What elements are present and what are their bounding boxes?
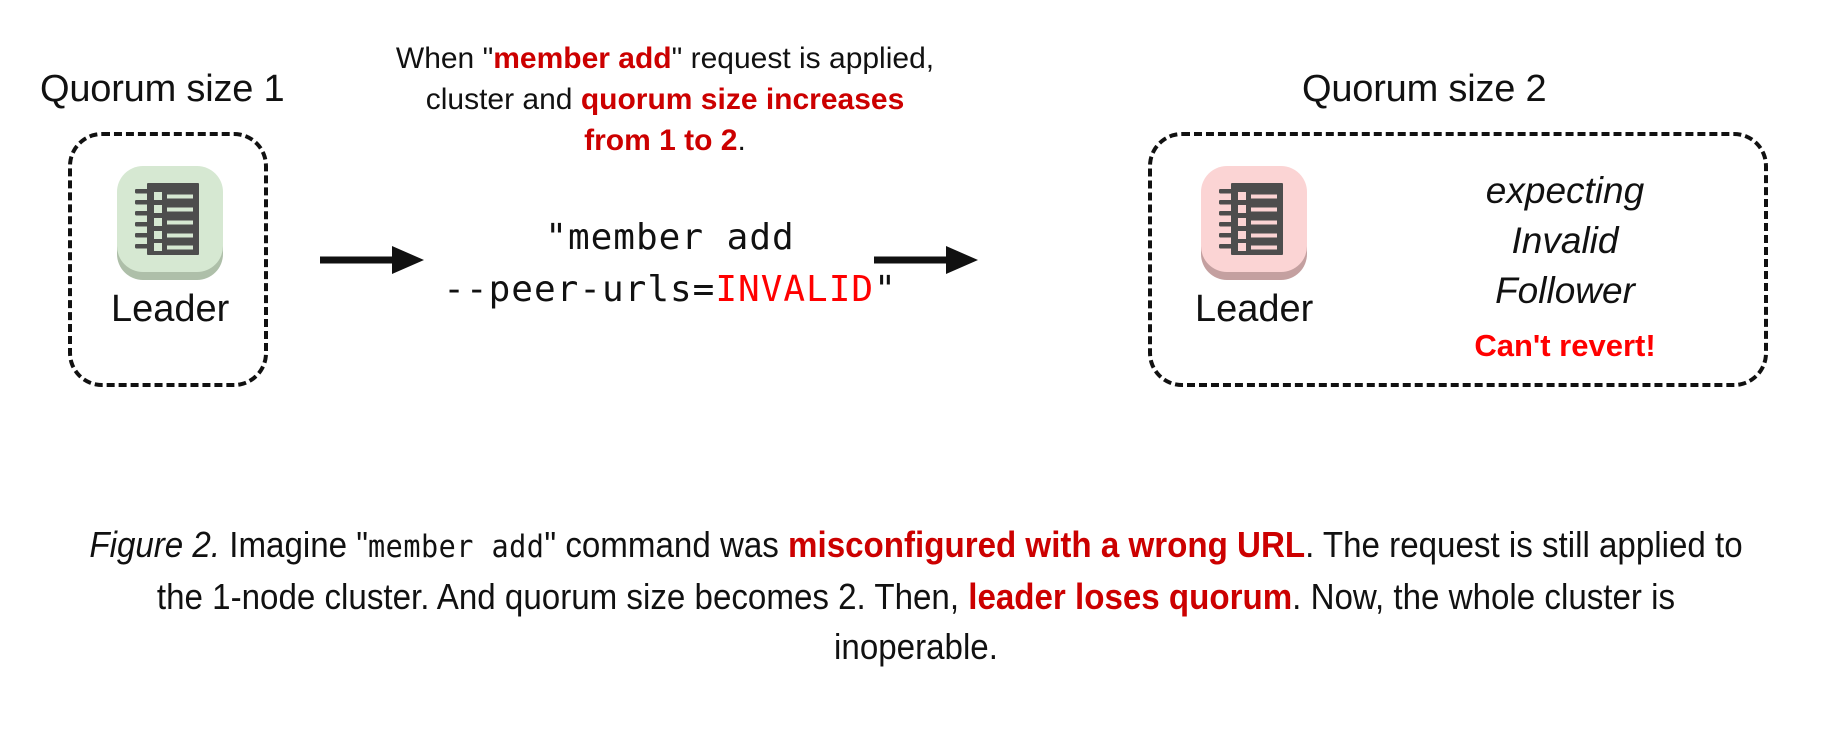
top-note-line1-highlight: member add	[493, 42, 672, 75]
right-node-status: expecting Invalid Follower Can't revert!	[1400, 166, 1730, 364]
top-note-line2-pre: cluster and	[425, 83, 581, 116]
caption-seg-2: " command was	[544, 524, 789, 565]
left-cluster-box	[68, 132, 268, 387]
caption-mono-command: member add	[368, 529, 545, 565]
command-close-quote: "	[874, 269, 897, 310]
arrow-left-to-command	[318, 240, 428, 280]
left-node-tile	[117, 166, 224, 272]
top-annotation-line-1: When "member add" request is applied,	[355, 38, 975, 79]
caption-seg-3: . The request is still applied to the 1-…	[156, 524, 1743, 617]
right-node-label: Leader	[1195, 288, 1314, 330]
top-annotation: When "member add" request is applied, cl…	[355, 38, 975, 161]
command-invalid-value: INVALID	[715, 269, 875, 310]
right-cluster-box	[1148, 132, 1768, 387]
status-line-2: Invalid	[1511, 220, 1619, 261]
etcd-node-ledger-icon	[135, 183, 200, 255]
top-note-line3-post: .	[737, 124, 746, 157]
right-node-icon-wrap	[1197, 160, 1311, 284]
caption-highlight-2: leader loses quorum	[968, 576, 1293, 617]
top-note-line3-highlight: from 1 to 2	[584, 124, 738, 157]
right-node: Leader	[1195, 160, 1313, 331]
etcd-node-ledger-icon	[1219, 183, 1284, 255]
top-note-line1-pre: When "	[395, 42, 494, 75]
caption-figure-number: Figure 2.	[89, 524, 221, 565]
status-line-3: Follower	[1495, 270, 1635, 311]
arrow-command-to-right	[872, 240, 982, 280]
right-node-tile	[1201, 166, 1308, 272]
top-note-line1-post: " request is applied,	[671, 42, 935, 75]
left-node-label: Leader	[111, 288, 230, 330]
left-cluster-title: Quorum size 1	[40, 68, 285, 110]
figure-caption: Figure 2. Imagine "member add" command w…	[73, 520, 1758, 672]
top-annotation-line-3: from 1 to 2.	[355, 120, 975, 161]
right-cluster-title: Quorum size 2	[1302, 68, 1547, 110]
caption-highlight-1: misconfigured with a wrong URL	[788, 524, 1306, 565]
left-node: Leader	[111, 160, 229, 331]
status-alert-badge: Can't revert!	[1474, 328, 1656, 363]
command-flag: --peer-urls=	[443, 269, 716, 310]
command-text: "member add --peer-urls=INVALID"	[440, 212, 900, 316]
command-line-1: "member add	[545, 217, 795, 258]
top-note-line2-highlight: quorum size increases	[580, 83, 905, 116]
command-line-2: --peer-urls=INVALID"	[440, 264, 900, 316]
left-node-icon-wrap	[113, 160, 227, 284]
caption-seg-1: Imagine "	[220, 524, 369, 565]
status-line-1: expecting	[1485, 170, 1645, 211]
caption-seg-4: . Now, the whole cluster is inoperable.	[834, 576, 1676, 667]
top-annotation-line-2: cluster and quorum size increases	[355, 79, 975, 120]
